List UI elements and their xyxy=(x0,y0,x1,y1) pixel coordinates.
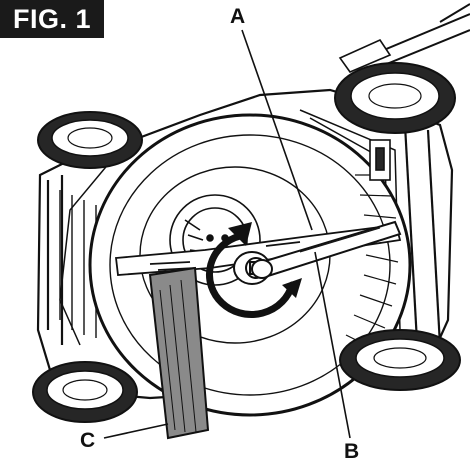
wheel-front-left xyxy=(37,111,143,169)
rotation-arrow-head-lower xyxy=(282,278,302,298)
callout-c-label: C xyxy=(80,429,96,452)
wheel-front-right xyxy=(334,62,456,134)
wrench xyxy=(251,220,402,279)
rotation-arrow xyxy=(206,232,296,318)
leader-line-a xyxy=(241,29,313,231)
leader-line-b xyxy=(314,251,351,439)
callout-a-label: A xyxy=(230,5,246,28)
rotation-arrow-head-upper xyxy=(228,222,252,246)
wheel-rear-right xyxy=(339,329,461,391)
leader-lines xyxy=(103,29,351,439)
figure-badge: FIG. 1 xyxy=(0,0,104,38)
leader-line-c xyxy=(103,423,169,439)
cutting-blade xyxy=(114,224,402,276)
height-adjust-lever xyxy=(338,38,392,181)
callout-b-label: B xyxy=(344,440,360,463)
wood-block xyxy=(148,266,210,440)
wheel-rear-left xyxy=(32,361,138,423)
